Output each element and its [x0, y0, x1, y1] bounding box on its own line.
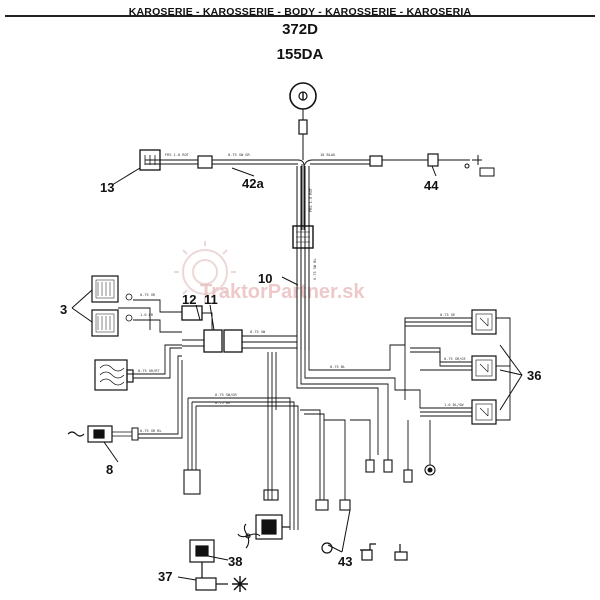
- callout-37: 37: [158, 569, 172, 584]
- callout-10: 10: [258, 271, 272, 286]
- right-harness: [296, 317, 511, 470]
- header-bar: KAROSERIE - KAROSSERIE - BODY - KAROSSER…: [5, 2, 595, 18]
- gear-logo-icon: [174, 241, 236, 303]
- callout-44: 44: [424, 178, 439, 193]
- wire-label: 0.75 GR/RT: [138, 369, 160, 373]
- ground-44: [462, 155, 495, 177]
- variant-number: 155DA: [276, 46, 324, 63]
- callout-38: 38: [228, 554, 242, 569]
- switch-13: [139, 149, 161, 171]
- lamp-unit-3: [91, 275, 133, 337]
- callout-leaders: [71, 165, 523, 581]
- wire-label: 0.75 GR: [140, 293, 156, 297]
- wire-label: 1.0 BL/SW: [444, 403, 464, 407]
- wire-label: 0.75 SW/GR: [215, 393, 237, 397]
- wire-label: 0.75 SW BL: [313, 258, 317, 280]
- relay-boxes-36: [471, 309, 497, 425]
- callout-8: 8: [106, 462, 113, 477]
- lower-connectors: [183, 459, 436, 511]
- wire-label: 0.75 GE: [440, 313, 455, 317]
- wire-label: FRS 1.0 ROT: [309, 187, 313, 212]
- callout-3: 3: [60, 302, 67, 317]
- callout-12: 12: [182, 292, 196, 307]
- model-number: 372D: [282, 21, 318, 38]
- wire-label: 0.75 SW: [250, 330, 266, 334]
- wire-label: FRS 1.0 ROT: [165, 153, 190, 157]
- wire-label: 0.75 GR/GE: [444, 357, 466, 361]
- wire-label: 1.0 BR: [140, 313, 154, 317]
- bottom-components: [189, 514, 408, 591]
- callout-42a: 42a: [242, 176, 264, 191]
- sensor-8: [67, 425, 139, 443]
- wire-label: 0.75 BR: [215, 401, 231, 405]
- fan-icon: [237, 523, 261, 549]
- wire-label: 10 BLAU: [320, 153, 335, 157]
- wire-label: 0.75 GR BL: [140, 429, 162, 433]
- callout-43: 43: [338, 554, 352, 569]
- watermark: TraktorPartner.sk: [174, 241, 365, 303]
- wire-label: 0.75 BL: [330, 365, 345, 369]
- top-harness: [145, 153, 470, 230]
- callout-11: 11: [204, 292, 218, 307]
- ignition-switch: [289, 82, 317, 160]
- wire-label: 0.75 SW GR: [228, 153, 250, 157]
- left-harness: [118, 299, 297, 439]
- headlight-unit: [94, 359, 134, 391]
- lower-harness: [187, 352, 371, 530]
- asterisk-icon: [232, 576, 248, 592]
- watermark-text: TraktorPartner.sk: [200, 281, 365, 303]
- callout-13: 13: [100, 180, 114, 195]
- header-title: KAROSERIE - KAROSSERIE - BODY - KAROSSER…: [128, 6, 472, 18]
- callout-36: 36: [527, 368, 541, 383]
- main-trunk-10: [292, 166, 314, 350]
